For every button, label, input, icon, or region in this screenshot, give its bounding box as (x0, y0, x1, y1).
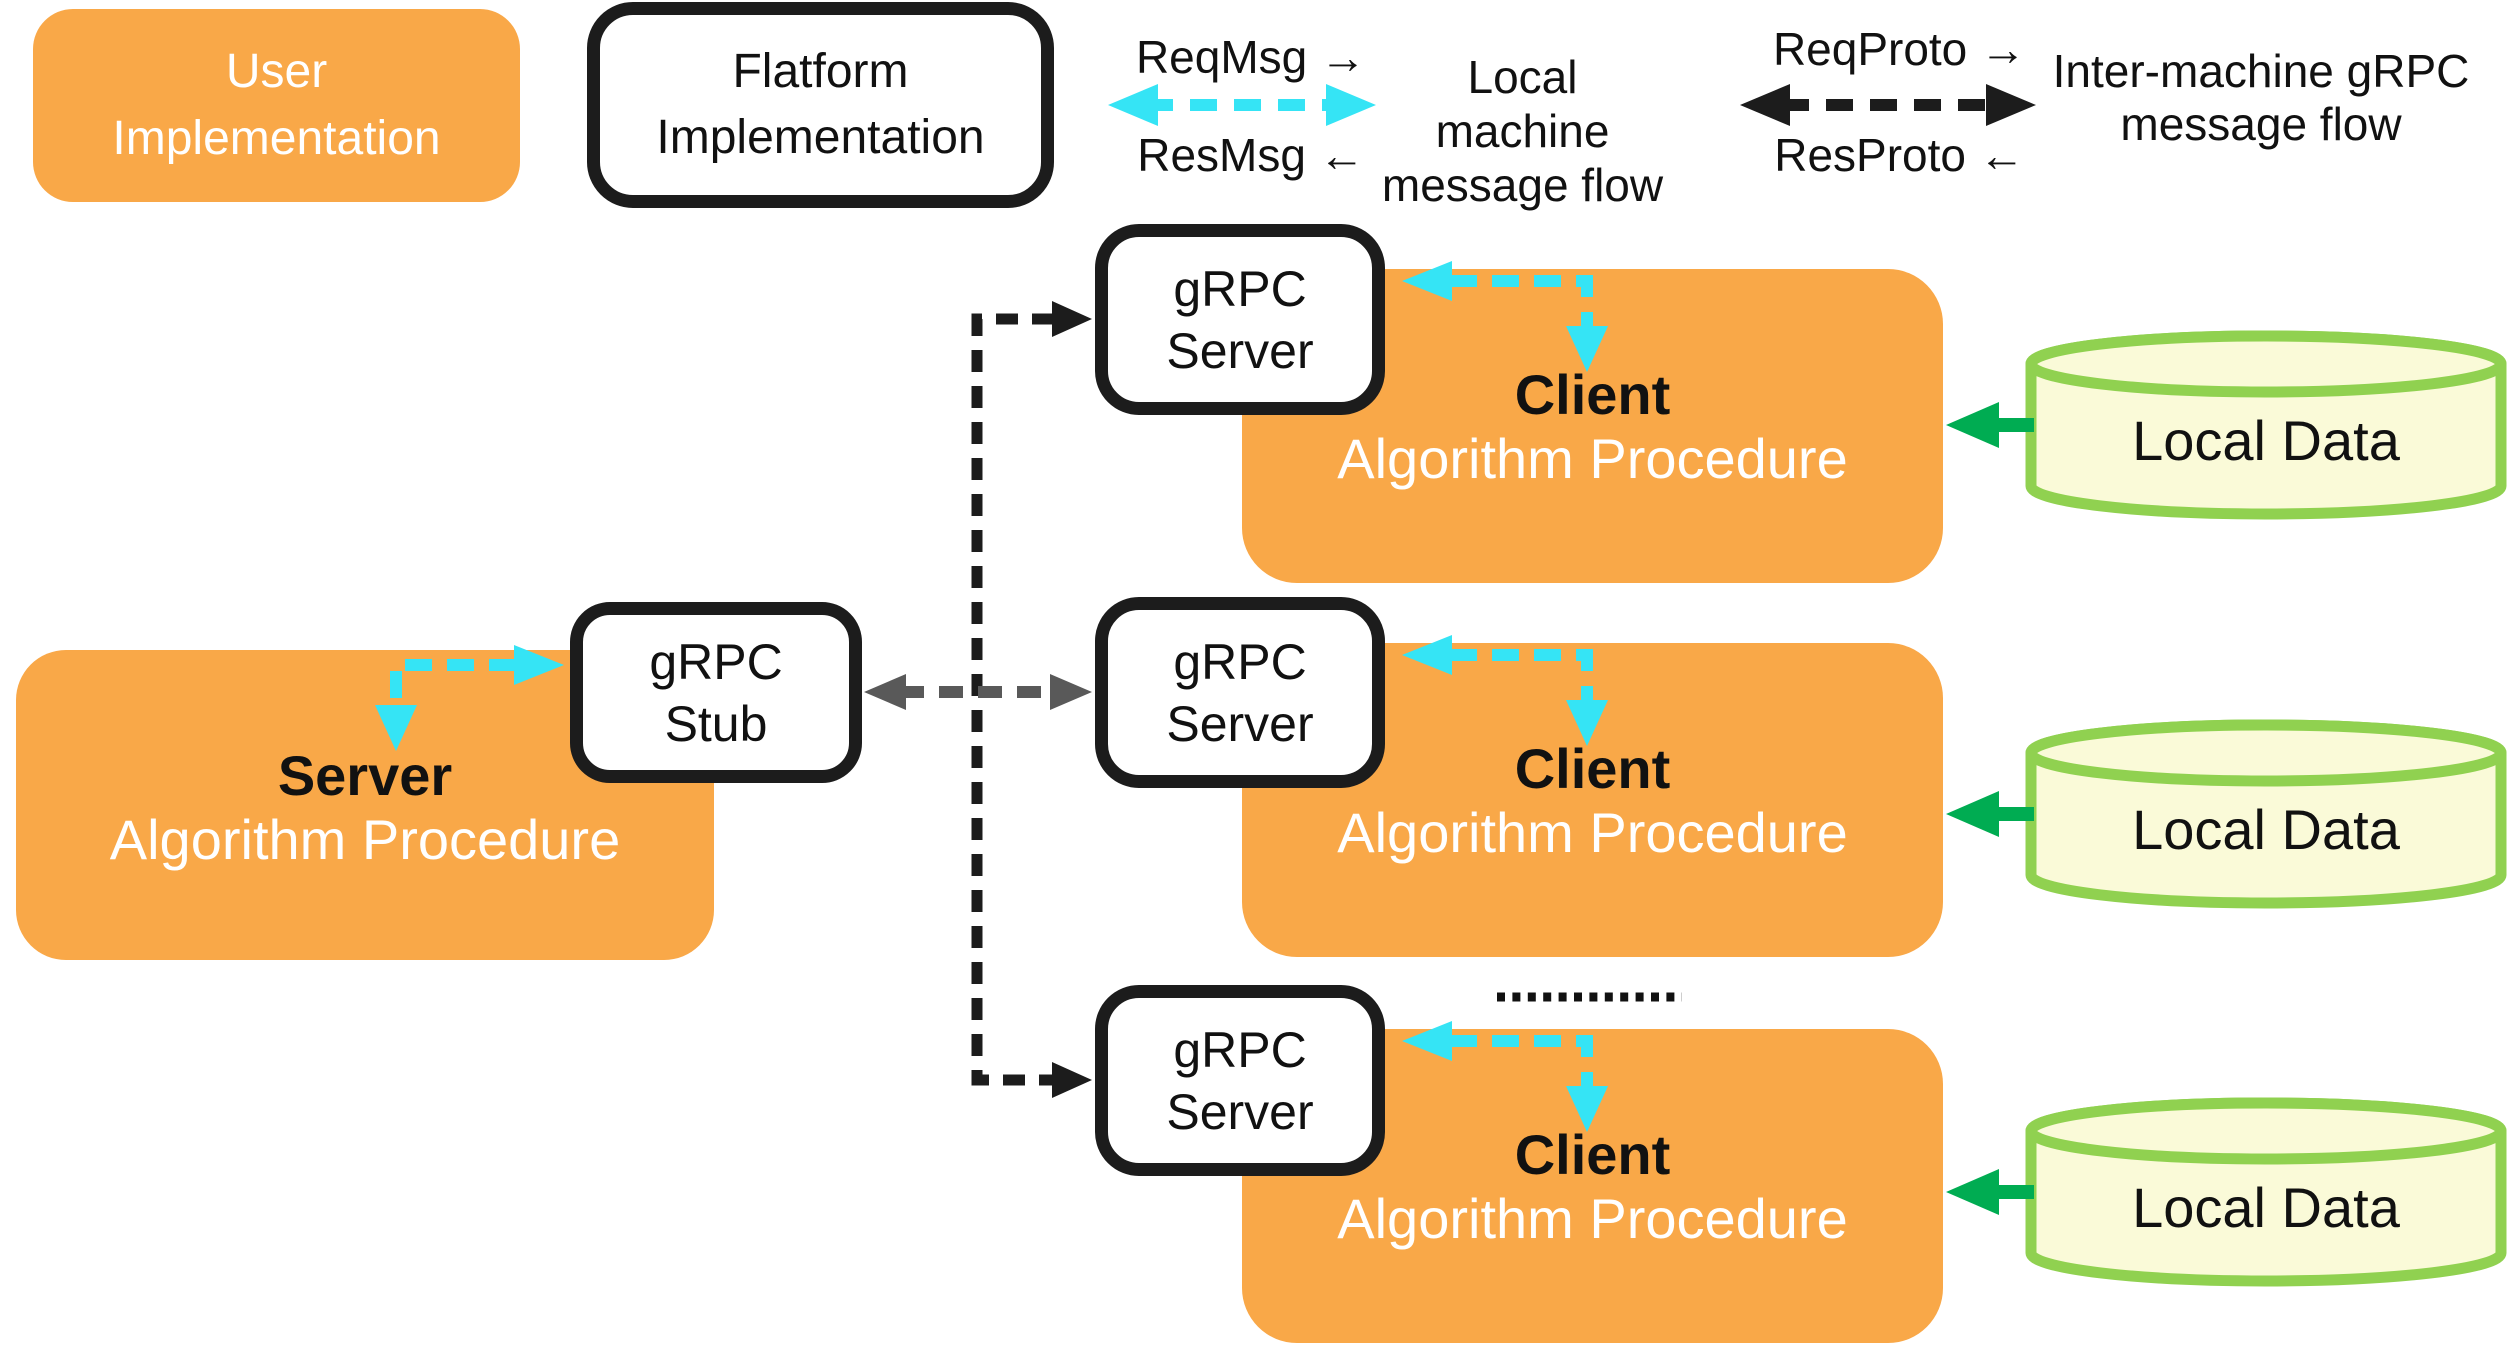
database-cylinder-icon (2025, 719, 2507, 909)
cylinder-top-ellipse (2025, 1097, 2507, 1165)
client-2-title: Client (1514, 737, 1671, 800)
local-data-label-2: Local Data (2132, 797, 2400, 861)
legend-reqmsg-label: ReqMsg → (1135, 31, 1367, 83)
localdata1-to-client1-arrow (1946, 402, 2034, 448)
cylinder-top-ellipse (2025, 719, 2507, 787)
legend-local-flow-caption: Local machine message flow (1380, 51, 1665, 212)
database-cylinder-icon (2025, 1097, 2507, 1287)
grpc-stub-line2: Stub (664, 695, 768, 752)
legend-resproto-label: ResProto ← (1774, 129, 2025, 181)
grpc-server-box-3: gRPC Server (1095, 985, 1385, 1176)
legend-grpc-flow-arrow (1740, 84, 2036, 126)
local-data-cylinder-1: Local Data (2025, 330, 2507, 520)
stub-server2-arrowhead-left (864, 674, 906, 710)
grpc-stub-line1: gRPC (649, 633, 783, 690)
legend-grpc-flow-arrowhead-left (1740, 84, 1790, 126)
grpc-server-2-line2: Server (1166, 695, 1314, 752)
grpc-link-dashed-path (971, 313, 1054, 1086)
localdata1-arrowhead (1946, 402, 1999, 448)
client-2-subtitle: Algorithm Procedure (1337, 801, 1848, 865)
client-1-title: Client (1514, 363, 1671, 426)
grpc-server-3-line2: Server (1166, 1083, 1314, 1140)
localdata2-to-client2-arrow (1946, 791, 2034, 837)
legend-grpc-flow-caption-line1: Inter-machine gRPC (2052, 45, 2470, 97)
client-3-subtitle: Algorithm Procedure (1337, 1187, 1848, 1251)
legend-grpc-flow-caption-line2: message flow (2120, 97, 2402, 150)
legend-local-flow-arrow (1108, 84, 1376, 126)
legend-local-flow-caption-line2: message flow (1381, 158, 1664, 211)
client-1-subtitle: Algorithm Procedure (1337, 427, 1848, 491)
grpc-server-2-line1: gRPC (1173, 633, 1307, 690)
stub-to-grpc-servers-link (971, 301, 1092, 1098)
legend-grpc-flow-arrowhead-right (1986, 84, 2036, 126)
grpc-link-arrowhead-server3 (1052, 1062, 1092, 1098)
grpc-link-arrowhead-server1 (1052, 301, 1092, 337)
user-implementation-line2: Implementation (112, 111, 441, 165)
stub-server2-arrowhead-right (1050, 674, 1092, 710)
local-data-label-1: Local Data (2132, 408, 2400, 472)
local-data-cylinder-3: Local Data (2025, 1097, 2507, 1287)
legend-local-flow-caption-line1: Local machine (1435, 51, 1610, 157)
database-cylinder-icon (2025, 330, 2507, 520)
platform-implementation-line2: Implementation (656, 111, 985, 164)
grpc-stub-box: gRPC Stub (570, 602, 862, 783)
legend-local-flow-arrowhead-right (1326, 84, 1376, 126)
legend-user-implementation-box: User Implementation (33, 9, 520, 202)
localdata3-arrowhead (1946, 1169, 1999, 1215)
local-data-cylinder-2: Local Data (2025, 719, 2507, 909)
grpc-server-3-line1: gRPC (1173, 1021, 1307, 1078)
localdata3-to-client3-arrow (1946, 1169, 2034, 1215)
client-3-title: Client (1514, 1123, 1671, 1186)
local-data-label-3: Local Data (2132, 1175, 2400, 1239)
server-node-title: Server (277, 744, 453, 807)
legend-platform-implementation-box: Flatform Implementation (587, 2, 1054, 208)
grpc-server-box-2: gRPC Server (1095, 597, 1385, 788)
legend-reqproto-label: ReqProto → (1772, 23, 2027, 75)
cylinder-top-ellipse (2025, 330, 2507, 398)
user-implementation-line1: User (225, 45, 328, 99)
grpc-server-box-1: gRPC Server (1095, 224, 1385, 415)
platform-implementation-line1: Flatform (732, 44, 909, 98)
legend-grpc-flow-caption: Inter-machine gRPC message flow (2042, 45, 2480, 151)
grpc-server-1-line2: Server (1166, 322, 1314, 379)
legend-resmsg-label: ResMsg ← (1137, 129, 1365, 181)
server-node-subtitle: Algorithm Procedure (109, 808, 621, 872)
stub-server2-grpc-arrow (864, 674, 1092, 710)
grpc-server-1-line1: gRPC (1173, 260, 1307, 317)
legend-local-flow-arrowhead-left (1108, 84, 1158, 126)
localdata2-arrowhead (1946, 791, 1999, 837)
